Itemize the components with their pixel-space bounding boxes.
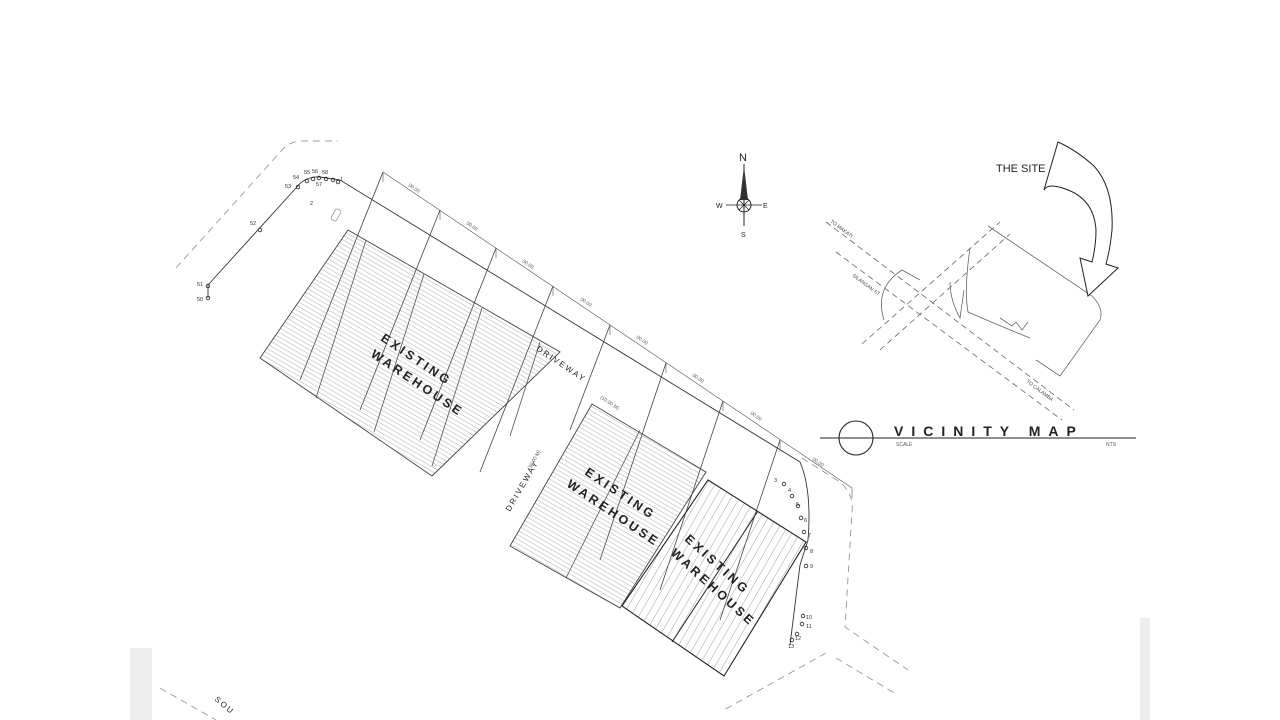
- corner-point-label-1: 54: [293, 175, 299, 181]
- vicinity-road-labels: TO MAKATI SILANGAN ST TO CALAMBA: [829, 219, 1055, 404]
- corner-point-label-2: 55: [304, 170, 310, 176]
- street-line-south: [721, 652, 827, 712]
- utility-box: [330, 208, 342, 222]
- vicinity-roads: [825, 221, 1075, 421]
- east-point-label-4: 6: [804, 518, 807, 524]
- street-line-east: [801, 457, 909, 671]
- east-point-label-1: 3: [774, 478, 777, 484]
- east-survey-points: [781, 481, 809, 643]
- road-label: SOU: [213, 695, 237, 717]
- boundary-north: [339, 179, 801, 463]
- driveway-label-1: DRIVEWAY (10.00 M): [535, 344, 620, 412]
- vicinity-map-nts: NTS: [1106, 442, 1117, 448]
- boundary-east: [789, 461, 810, 646]
- east-point-label-10: 12: [795, 636, 801, 642]
- compass-n: N: [739, 152, 747, 164]
- east-point-label-3: 5: [796, 502, 799, 508]
- east-point-label-6: 8: [810, 549, 813, 555]
- east-survey-labels: 3 4 5 6 7 8 9 10 11 12 13: [774, 478, 813, 650]
- vicinity-map-scale: SCALE: [896, 442, 913, 448]
- bottom-left-band: [130, 648, 152, 720]
- north-compass-icon: N S E W: [716, 152, 768, 239]
- vicinity-road-label-3: TO CALAMBA: [1025, 379, 1055, 404]
- corner-point-label-8: 2: [310, 201, 313, 207]
- corner-point-label-5: 1: [340, 177, 343, 183]
- svg-text:00.00: 00.00: [521, 259, 535, 271]
- east-point-label-9: 11: [806, 624, 812, 630]
- west-point-label-3: 50: [197, 297, 203, 303]
- corner-point-label-4: 58: [322, 170, 328, 176]
- street-line-southwest: [159, 687, 217, 720]
- driveway-1-width: (10.00 M): [599, 395, 620, 412]
- svg-text:00.00: 00.00: [579, 297, 593, 309]
- site-pointer-arrow-icon: [1043, 141, 1119, 297]
- vicinity-road-label-1: TO MAKATI: [829, 219, 854, 240]
- west-point-label-1: 52: [250, 221, 256, 227]
- west-point-label-2: 51: [197, 282, 203, 288]
- compass-e: E: [763, 203, 768, 210]
- svg-text:00.00: 00.00: [465, 221, 479, 233]
- svg-text:00.00: 00.00: [811, 457, 825, 469]
- compass-s: S: [741, 232, 746, 239]
- corner-survey-points: [295, 175, 341, 190]
- vicinity-map: TO MAKATI SILANGAN ST TO CALAMBA THE SIT…: [825, 141, 1119, 421]
- vicinity-map-title-block: VICINITY MAP SCALE NTS: [820, 420, 1136, 456]
- east-point-label-2: 4: [788, 488, 791, 494]
- warehouse-block-2: [509, 403, 707, 609]
- east-point-label-11: 13: [788, 644, 794, 650]
- bottom-right-band: [1140, 618, 1150, 720]
- corner-survey-labels: 54 55 56 58 1 53 57 2: [285, 169, 343, 207]
- svg-text:00.00: 00.00: [635, 335, 649, 347]
- street-line-northwest: [175, 140, 338, 269]
- vicinity-road-label-2: SILANGAN ST: [851, 273, 881, 298]
- street-line-south-2: [835, 657, 897, 695]
- vicinity-site-label: THE SITE: [996, 163, 1046, 175]
- east-point-label-8: 10: [806, 615, 812, 621]
- boundary-corner-curve: [295, 176, 341, 189]
- warehouse-block-1: [259, 229, 561, 477]
- warehouse-block-3: [621, 479, 807, 677]
- vicinity-site-outline: [880, 225, 1102, 377]
- east-point-label-7: 9: [810, 564, 813, 570]
- east-point-label-5: 7: [808, 533, 811, 539]
- west-survey-points: [205, 227, 263, 301]
- property-boundary: [207, 176, 810, 646]
- vicinity-map-title: VICINITY MAP: [894, 423, 1084, 439]
- corner-point-label-3: 56: [312, 169, 318, 175]
- west-survey-labels: 52 51 50: [197, 221, 256, 303]
- corner-point-label-7: 57: [316, 182, 322, 188]
- svg-text:00.00: 00.00: [691, 373, 705, 385]
- compass-w: W: [716, 203, 723, 210]
- svg-text:00.00: 00.00: [749, 411, 763, 423]
- boundary-west: [207, 187, 297, 286]
- corner-point-label-6: 53: [285, 184, 291, 190]
- dimension-line: [382, 171, 853, 498]
- street-lines: [159, 140, 909, 720]
